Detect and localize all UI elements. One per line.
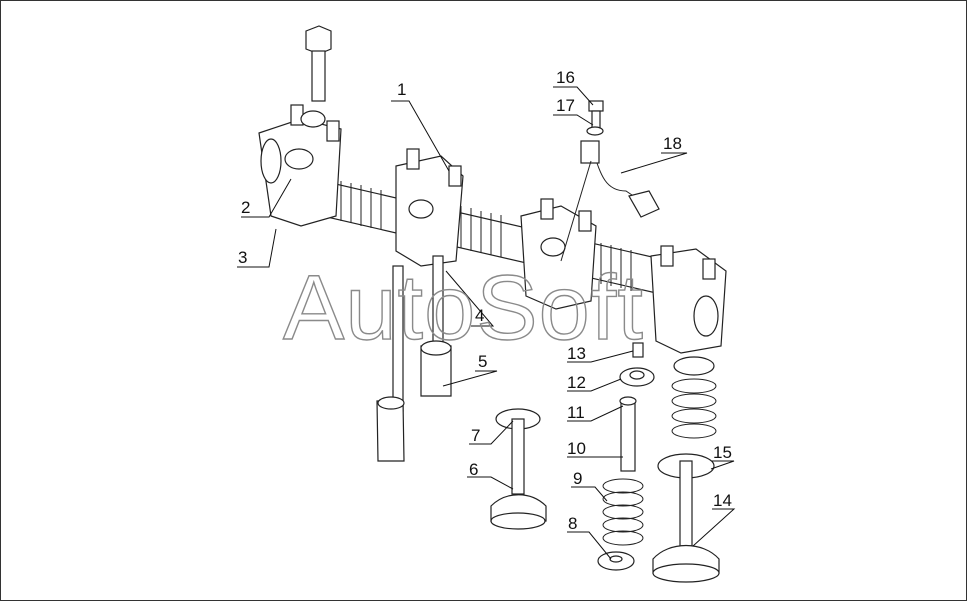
callout-2: 2	[241, 198, 250, 217]
spring-seat-washer	[597, 551, 635, 571]
callout-12: 12	[567, 373, 586, 392]
callout-5: 5	[478, 352, 487, 371]
callout-13: 13	[567, 344, 586, 363]
callout-18: 18	[663, 134, 682, 153]
rocker-bracket-left	[258, 104, 342, 227]
rocker-bracket-right	[650, 245, 727, 354]
oil-pipe	[560, 140, 660, 262]
banjo-bolt	[586, 100, 604, 136]
callout-16: 16	[556, 68, 575, 87]
callout-17: 17	[556, 96, 575, 115]
leader-lines	[237, 86, 736, 560]
callout-11: 11	[567, 403, 585, 422]
callout-10: 10	[567, 439, 586, 458]
callout-4: 4	[475, 306, 484, 325]
callout-7: 7	[471, 426, 480, 445]
valve-spring-right	[671, 356, 717, 439]
callout-8: 8	[568, 514, 577, 533]
bracket-bolt	[300, 25, 332, 128]
callout-3: 3	[238, 248, 247, 267]
spring-retainer	[619, 367, 655, 387]
valve-keeper	[632, 342, 644, 358]
callout-9: 9	[573, 469, 582, 488]
valve-spring-9	[602, 478, 644, 546]
valve-left	[490, 408, 547, 530]
push-rod-left	[376, 265, 405, 462]
rocker-bracket-mid-2	[520, 198, 597, 310]
callout-6: 6	[469, 460, 478, 479]
callout-14: 14	[713, 491, 732, 510]
valve-right	[652, 453, 720, 583]
push-rod-right	[420, 255, 452, 397]
watermark: AutoSoft	[283, 257, 644, 359]
callout-15: 15	[713, 443, 732, 462]
rocker-bracket-mid-1	[395, 148, 464, 267]
callout-1: 1	[397, 80, 406, 99]
valve-guide	[619, 396, 637, 472]
